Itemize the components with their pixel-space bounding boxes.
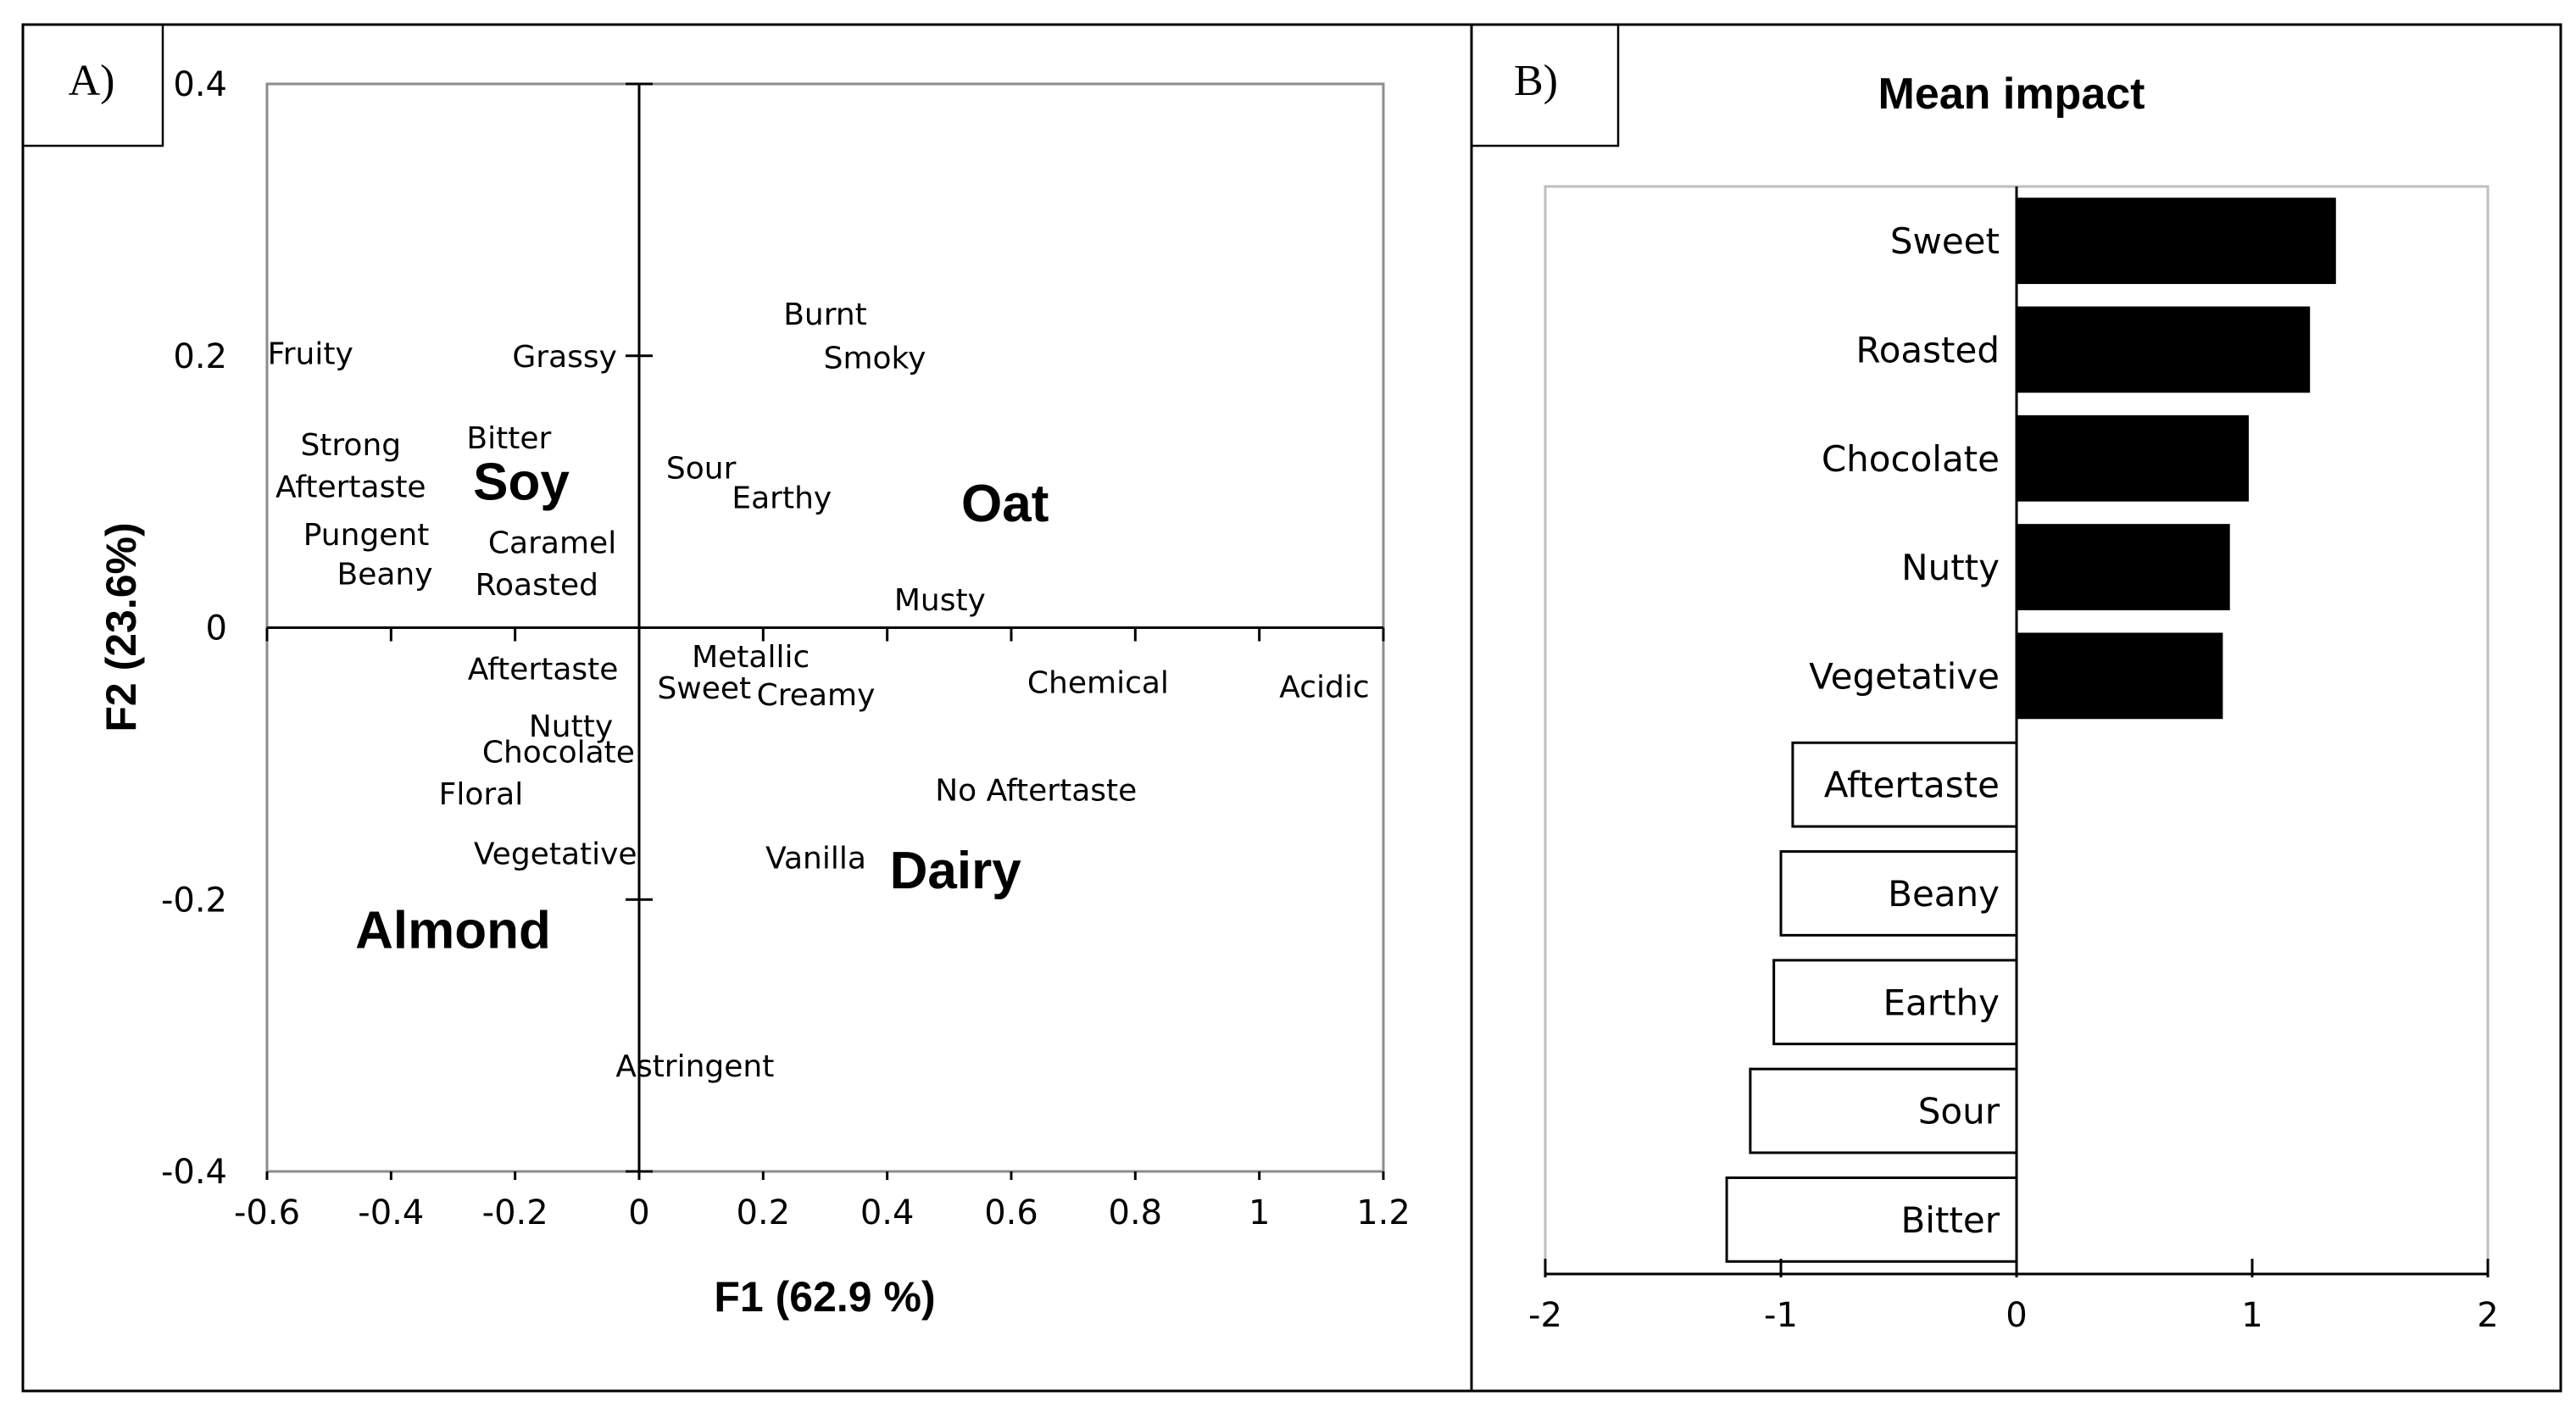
attribute-label-creamy: Creamy (757, 678, 876, 713)
attribute-label-acidic: Acidic (1279, 670, 1369, 704)
attribute-label-grassy: Grassy (512, 340, 617, 375)
y-tick-label: 0.4 (173, 65, 227, 104)
bar-vegetative (2015, 632, 2223, 720)
panel-b-border (1470, 23, 2562, 1393)
x-tick-label: 0.4 (860, 1193, 915, 1232)
x-axis-label: F1 (62.9 %) (714, 1273, 935, 1321)
y-axis-label: F2 (23.6%) (97, 522, 145, 732)
x-tick-label: 1 (2241, 1296, 2262, 1335)
attribute-label-beany: Beany (337, 557, 433, 592)
attribute-label-roasted: Roasted (476, 568, 598, 603)
attribute-label-strong: Strong (300, 428, 401, 463)
product-label-almond: Almond (355, 902, 551, 960)
bar-beany (1779, 850, 2018, 937)
bar-sweet (2015, 197, 2336, 285)
attribute-label-fruity: Fruity (268, 337, 353, 372)
product-label-oat: Oat (961, 475, 1049, 533)
attribute-label-metallic: Metallic (692, 640, 810, 675)
x-tick-label: 2 (2477, 1296, 2498, 1335)
bar-roasted (2015, 306, 2311, 393)
attribute-label-sweet: Sweet (657, 671, 751, 706)
x-tick-label: -0.6 (234, 1193, 300, 1232)
x-tick-label: 0 (2006, 1296, 2027, 1335)
attribute-label-floral: Floral (439, 777, 524, 812)
product-label-dairy: Dairy (890, 842, 1022, 900)
x-tick-labels: -2 -1 0 1 2 (1528, 1296, 2499, 1335)
x-tick-label: 1.2 (1356, 1193, 1410, 1232)
attribute-label-aftertaste: Aftertaste (275, 470, 426, 505)
x-tick-label: -1 (1764, 1296, 1798, 1335)
y-tick-label: -0.4 (161, 1153, 227, 1192)
category-label-earthy: Earthy (1883, 982, 2000, 1023)
category-label-aftertaste: Aftertaste (1824, 765, 2000, 806)
category-label-sweet: Sweet (1890, 220, 2000, 262)
attribute-label-pungent: Pungent (303, 518, 430, 553)
category-label-bitter: Bitter (1900, 1199, 2000, 1241)
category-label-nutty: Nutty (1901, 547, 2000, 588)
attribute-label-no-aftertaste: No Aftertaste (935, 773, 1137, 808)
attribute-label-sour: Sour (666, 451, 737, 486)
panel-b-label-box (1470, 23, 1620, 147)
y-tick-label: 0 (206, 609, 227, 648)
x-tick-label: -0.4 (358, 1193, 424, 1232)
x-tick-label: 0.2 (737, 1193, 791, 1232)
attribute-label-vegetative: Vegetative (474, 837, 637, 872)
panel-b-label: B) (1514, 57, 1558, 105)
attribute-label-caramel: Caramel (488, 526, 616, 560)
attribute-label-burnt: Burnt (783, 298, 867, 332)
attribute-label-bitter: Bitter (466, 421, 551, 456)
category-label-beany: Beany (1888, 873, 2000, 915)
panel-a-label-box (21, 23, 164, 147)
chart-title: Mean impact (1878, 70, 2145, 119)
category-label-sour: Sour (1918, 1091, 2000, 1132)
attribute-label-chocolate: Chocolate (482, 735, 635, 770)
attribute-label-vanilla: Vanilla (765, 842, 866, 876)
bar-nutty (2015, 524, 2230, 610)
x-axis (1544, 186, 2490, 1277)
x-tick-label: -2 (1528, 1296, 1562, 1335)
biplot-axes (265, 82, 1385, 1180)
attribute-label-smoky: Smoky (824, 341, 926, 376)
category-labels: SweetRoastedChocolateNuttyVegetativeAfte… (1809, 220, 2000, 1241)
bar-sour (1749, 1067, 2018, 1154)
x-tick-label: 0.8 (1109, 1193, 1163, 1232)
category-label-roasted: Roasted (1855, 329, 2000, 370)
attribute-label-chemical: Chemical (1027, 666, 1169, 701)
attribute-label-earthy: Earthy (732, 481, 832, 516)
product-label-soy: Soy (473, 453, 570, 511)
x-tick-label: -0.2 (482, 1193, 548, 1232)
panel-a-label: A) (69, 57, 115, 105)
mean-impact-chart: Mean impact SweetRoastedChocolateNuttyVe… (1528, 70, 2499, 1335)
y-tick-label: -0.2 (161, 881, 227, 920)
x-tick-label: 0 (628, 1193, 649, 1232)
panel-a-border (21, 23, 1473, 1393)
category-label-vegetative: Vegetative (1809, 655, 2000, 697)
attribute-label-nutty: Nutty (529, 709, 613, 744)
attribute-label-astringent: Astringent (615, 1049, 774, 1084)
bars (1725, 197, 2336, 1263)
bar-chocolate (2015, 414, 2249, 502)
bar-earthy (1772, 959, 2018, 1046)
attribute-label-aftertaste: Aftertaste (468, 653, 619, 687)
x-tick-label: 0.6 (984, 1193, 1038, 1232)
biplot-y-tick-labels: -0.4 -0.2 0 0.2 0.4 (161, 65, 227, 1192)
category-label-chocolate: Chocolate (1822, 438, 2000, 480)
y-tick-label: 0.2 (173, 337, 227, 376)
x-tick-label: 1 (1249, 1193, 1270, 1232)
attribute-label-musty: Musty (894, 583, 986, 618)
bar-aftertaste (1791, 741, 2018, 828)
biplot-x-tick-labels: -0.6 -0.4 -0.2 0 0.2 0.4 0.6 0.8 1 1.2 (234, 1193, 1410, 1232)
